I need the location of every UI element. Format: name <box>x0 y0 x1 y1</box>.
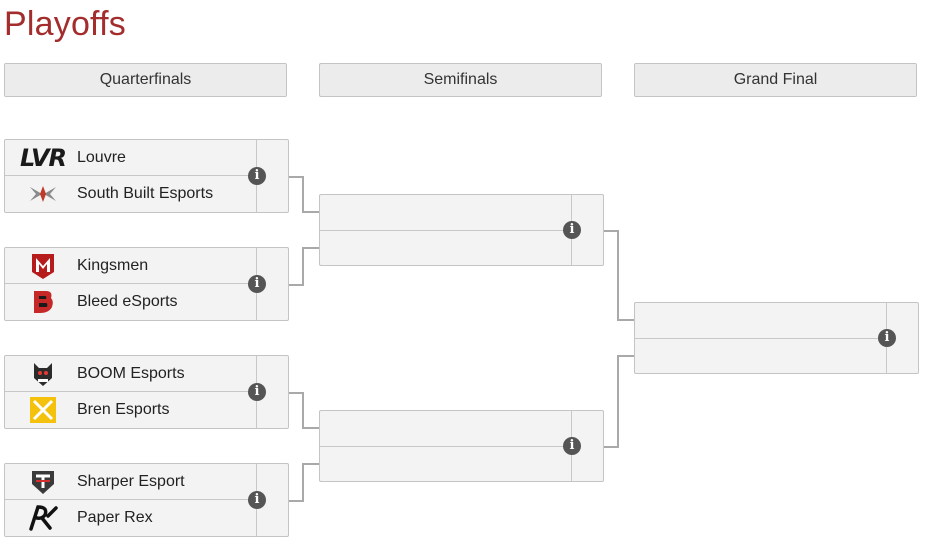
team-name: Kingsmen <box>77 256 149 274</box>
match-slot-empty[interactable] <box>320 411 571 447</box>
sharper-logo <box>11 467 75 497</box>
match-slot[interactable]: Sharper Esport <box>5 464 256 500</box>
match-info-column: i <box>563 195 603 265</box>
grand-final-match: i <box>634 302 919 374</box>
match-info-column: i <box>878 303 918 373</box>
team-name: Sharper Esport <box>77 472 185 490</box>
bren-logo <box>11 395 75 425</box>
quarterfinal-match-2: Kingsmen Bleed eSports i <box>4 247 289 321</box>
match-info-column: i <box>248 140 288 212</box>
match-slot-empty[interactable] <box>320 447 571 483</box>
match-slot[interactable]: BOOM Esports <box>5 356 256 392</box>
team-name: Bleed eSports <box>77 293 178 310</box>
round-header-semifinals: Semifinals <box>319 63 602 97</box>
match-info-column: i <box>248 356 288 428</box>
match-slot[interactable]: South Built Esports <box>5 176 256 212</box>
team-name: BOOM Esports <box>77 364 185 382</box>
team-name: Paper Rex <box>77 509 153 526</box>
paper-rex-logo <box>11 503 75 533</box>
bleed-logo <box>11 287 75 317</box>
team-name: Louvre <box>77 148 126 166</box>
quarterfinal-match-3: BOOM Esports Bren Esports i <box>4 355 289 429</box>
page-title: Playoffs <box>4 5 126 43</box>
south-built-logo <box>11 179 75 209</box>
info-icon[interactable]: i <box>248 491 266 509</box>
quarterfinal-match-4: Sharper Esport Paper Rex i <box>4 463 289 537</box>
match-slot-empty[interactable] <box>320 231 571 267</box>
semifinal-match-2: i <box>319 410 604 482</box>
match-slot[interactable]: Bleed eSports <box>5 284 256 320</box>
semifinal-match-1: i <box>319 194 604 266</box>
match-slot[interactable]: Kingsmen <box>5 248 256 284</box>
match-info-column: i <box>248 248 288 320</box>
match-slot[interactable]: LVR Louvre <box>5 140 256 176</box>
match-slot-empty[interactable] <box>320 195 571 231</box>
team-name: South Built Esports <box>77 185 214 202</box>
match-info-column: i <box>248 464 288 536</box>
info-icon[interactable]: i <box>878 329 896 347</box>
round-header-grand-final: Grand Final <box>634 63 917 97</box>
round-header-quarterfinals: Quarterfinals <box>4 63 287 97</box>
match-slot-empty[interactable] <box>635 303 886 339</box>
info-icon[interactable]: i <box>563 437 581 455</box>
info-icon[interactable]: i <box>563 221 581 239</box>
quarterfinal-match-1: LVR Louvre South Built Esports i <box>4 139 289 213</box>
info-icon[interactable]: i <box>248 383 266 401</box>
match-slot[interactable]: Paper Rex <box>5 500 256 536</box>
match-info-column: i <box>563 411 603 481</box>
match-slot[interactable]: Bren Esports <box>5 392 256 428</box>
info-icon[interactable]: i <box>248 167 266 185</box>
lvr-logo: LVR <box>19 143 67 172</box>
info-icon[interactable]: i <box>248 275 266 293</box>
match-slot-empty[interactable] <box>635 339 886 375</box>
kingsmen-logo <box>11 251 75 281</box>
boom-logo <box>11 359 75 389</box>
team-name: Bren Esports <box>77 401 170 418</box>
